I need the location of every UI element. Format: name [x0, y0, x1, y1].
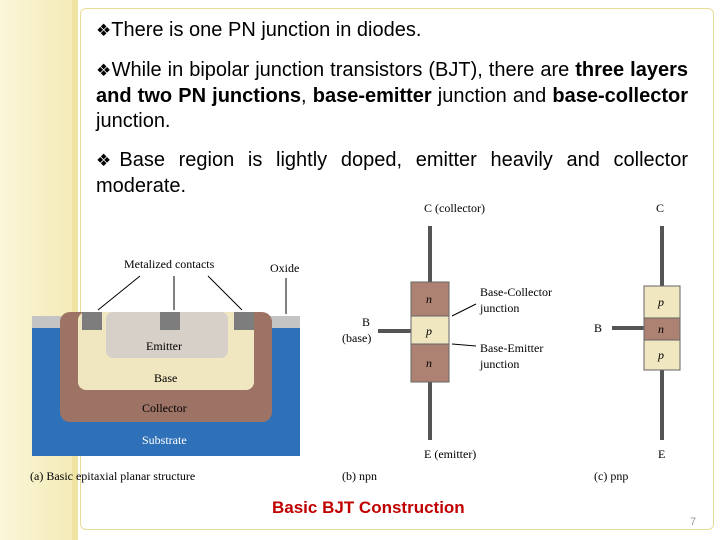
bullet-list: ❖There is one PN junction in diodes. ❖Wh…: [96, 18, 688, 213]
pnp-emitter-layer: [643, 339, 681, 371]
pnp-diagram: p n p C B E (c) pnp: [594, 201, 681, 483]
metal-contact-1: [82, 312, 102, 330]
diamond-bullet-icon: ❖: [96, 21, 112, 41]
base-emitter-junction-label: junction: [479, 357, 519, 371]
npn-layer-3: n: [426, 356, 432, 370]
content-frame: [80, 8, 714, 530]
base-emitter-label: Base-Emitter: [480, 341, 543, 355]
pnp-emitter-label: E: [658, 447, 665, 461]
emitter-region: [106, 312, 228, 358]
base-collector-label: Base-Collector: [480, 285, 552, 299]
pnp-layer-3: p: [657, 348, 664, 362]
npn-caption: (b) npn: [342, 469, 377, 483]
planar-structure-caption: (a) Basic epitaxial planar structure: [30, 469, 195, 483]
emitter-label: Emitter: [146, 339, 182, 353]
npn-base-sublabel: (base): [342, 331, 371, 345]
pnp-caption: (c) pnp: [594, 469, 628, 483]
substrate-label: Substrate: [142, 433, 187, 447]
npn-collector-layer: [410, 281, 450, 317]
bullet-text-run: There is one PN junction in diodes.: [111, 19, 422, 41]
metal-contact-2: [160, 312, 180, 330]
diamond-bullet-icon: ❖: [96, 61, 112, 81]
npn-layer-1: n: [426, 292, 432, 306]
bullet-3: ❖Base region is lightly doped, emitter h…: [96, 148, 688, 199]
pnp-collector-label: C: [656, 201, 664, 215]
bullet-text-run: ,: [301, 85, 313, 107]
bullet-2: ❖While in bipolar junction transistors (…: [96, 58, 688, 134]
npn-diagram: n p n C (collector) B (base) E (emitter)…: [342, 201, 552, 483]
npn-emitter-label: E (emitter): [424, 447, 476, 461]
pnp-base-label: B: [594, 321, 602, 335]
bullet-1: ❖There is one PN junction in diodes.: [96, 18, 688, 44]
npn-emitter-layer: [410, 343, 450, 383]
bullet-text-run: junction and: [431, 85, 553, 107]
bullet-text-run: base-emitter: [312, 85, 432, 107]
base-label: Base: [154, 371, 177, 385]
collector-label: Collector: [142, 401, 187, 415]
pnp-layer-1: p: [657, 295, 664, 309]
diamond-bullet-icon: ❖: [96, 151, 120, 171]
metalized-contacts-label: Metalized contacts: [124, 257, 215, 271]
npn-layer-2: p: [425, 324, 432, 338]
slide-number: 7: [690, 516, 697, 528]
planar-structure-diagram: Metalized contacts Oxide Emitter Base Co…: [30, 257, 300, 483]
bullet-text-run: three layers and two PN junctions: [96, 59, 688, 107]
npn-base-label: B: [362, 315, 370, 329]
oxide-label: Oxide: [270, 261, 299, 275]
bullet-text-run: While in bipolar junction transistors (B…: [111, 59, 576, 81]
bullet-text-run: Base region is lightly doped, emitter he…: [96, 149, 688, 197]
bjt-construction-figure: Metalized contacts Oxide Emitter Base Co…: [30, 201, 681, 483]
metal-contact-3: [234, 312, 254, 330]
figure-caption: Basic BJT Construction: [272, 498, 465, 517]
base-collector-junction-label: junction: [479, 301, 519, 315]
npn-base-layer: [410, 315, 450, 345]
decorative-side-bar-edge: [72, 0, 78, 540]
npn-collector-label: C (collector): [424, 201, 485, 215]
pnp-collector-layer: [643, 285, 681, 319]
bullet-text-run: junction.: [96, 110, 171, 132]
pnp-layer-2: n: [658, 322, 664, 336]
bullet-text-run: base-collector: [552, 85, 688, 107]
